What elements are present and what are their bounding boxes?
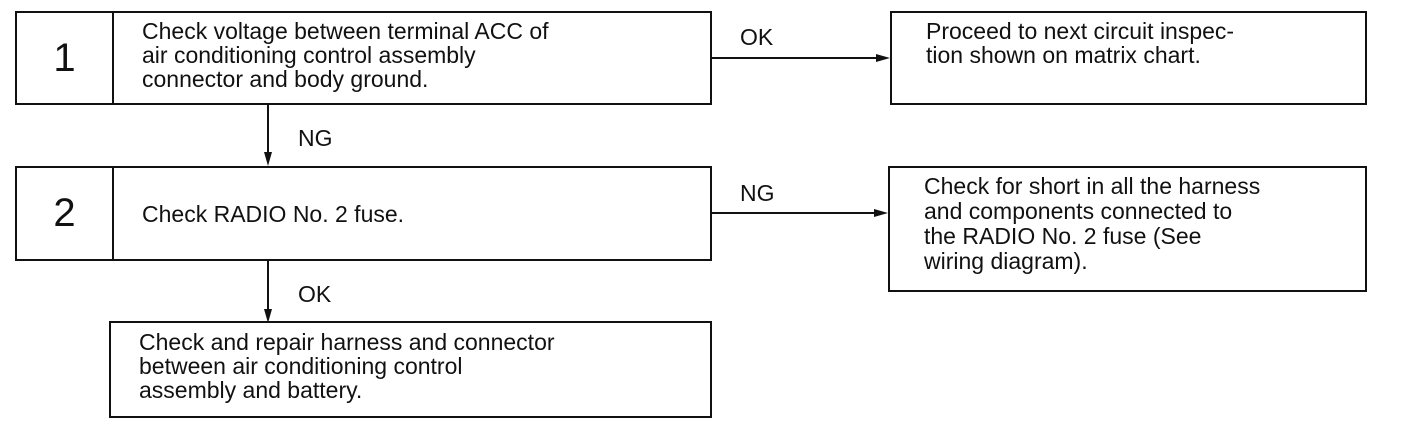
label-step1-ng: NG <box>298 125 333 151</box>
arrowhead-step2-repair <box>264 309 272 323</box>
label-step1-ok: OK <box>740 24 774 50</box>
step-2-box: 2 Check RADIO No. 2 fuse. <box>15 166 712 261</box>
step-1-text: Check voltage between terminal ACC of ai… <box>142 18 549 92</box>
result-ok-1-text: Proceed to next circuit inspec- tion sho… <box>926 18 1235 68</box>
label-step2-ok: OK <box>298 281 332 307</box>
arrowhead-step1-ok <box>876 54 890 62</box>
arrowhead-step2-ng <box>874 209 888 217</box>
step-2-number: 2 <box>17 168 114 259</box>
result-ng-2-text: Check for short in all the harness and c… <box>924 173 1261 274</box>
step-1-number: 1 <box>17 13 114 103</box>
step-2-text: Check RADIO No. 2 fuse. <box>142 200 405 227</box>
label-step2-ng: NG <box>740 180 775 206</box>
arrowhead-step1-step2 <box>264 152 272 166</box>
result-ng-2-box: Check for short in all the harness and c… <box>888 166 1367 292</box>
result-ok-1-box: Proceed to next circuit inspec- tion sho… <box>890 11 1367 105</box>
result-ok-2-text: Check and repair harness and connector b… <box>139 329 555 403</box>
result-ok-2-box: Check and repair harness and connector b… <box>109 321 712 418</box>
step-1-box: 1 Check voltage between terminal ACC of … <box>15 11 712 105</box>
